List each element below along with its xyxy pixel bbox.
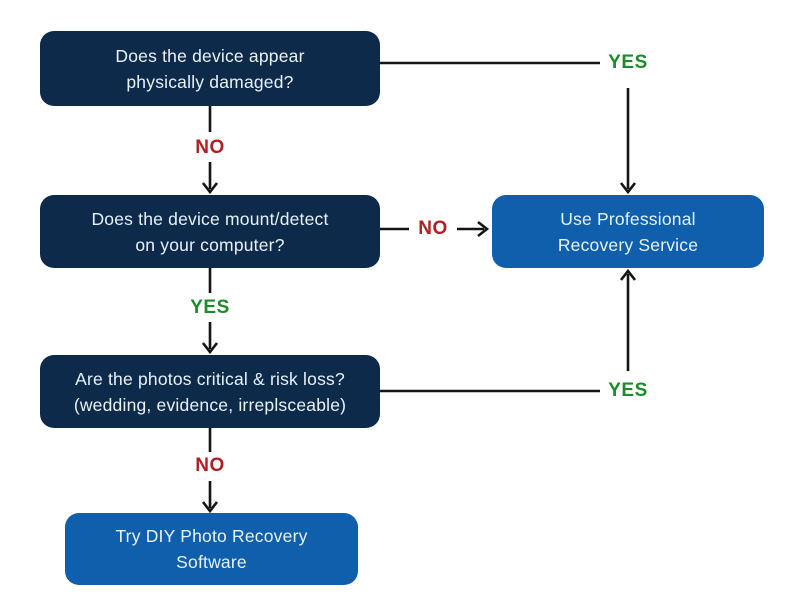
arrowhead-down-into-q2 bbox=[201, 182, 219, 195]
node-text-line: on your computer? bbox=[135, 234, 285, 255]
edge-label-no-bottom: NO bbox=[195, 455, 225, 476]
node-text-line: Does the device mount/detect bbox=[91, 208, 329, 229]
arrowhead-up-into-professional bbox=[619, 268, 637, 281]
edge-label-no-top: NO bbox=[195, 137, 225, 158]
node-text-line: Recovery Service bbox=[557, 234, 699, 255]
arrowhead-down-into-professional bbox=[619, 182, 637, 195]
node-question-photos-critical: Are the photos critical & risk loss? (we… bbox=[40, 355, 380, 428]
node-question-physically-damaged: Does the device appear physically damage… bbox=[40, 31, 380, 106]
arrowhead-down-into-diy bbox=[201, 501, 219, 514]
edge-label-yes-right: YES bbox=[608, 380, 648, 401]
node-text-line: Are the photos critical & risk loss? bbox=[75, 368, 345, 389]
node-text-line: Use Professional bbox=[560, 208, 696, 229]
node-action-professional-recovery: Use Professional Recovery Service bbox=[492, 195, 764, 268]
node-text-line: (wedding, evidence, irreplsceable) bbox=[73, 394, 347, 415]
node-action-diy-software: Try DIY Photo Recovery Software bbox=[65, 513, 358, 585]
arrowhead-down-into-q3 bbox=[201, 342, 219, 355]
node-question-mount-detect: Does the device mount/detect on your com… bbox=[40, 195, 380, 268]
edge-label-yes-top: YES bbox=[608, 52, 648, 73]
node-text-line: Try DIY Photo Recovery bbox=[115, 526, 308, 546]
node-text-line: Software bbox=[176, 552, 247, 572]
node-text-line: physically damaged? bbox=[126, 71, 294, 92]
arrowhead-right-into-professional bbox=[477, 220, 490, 238]
edge-label-yes-mid: YES bbox=[190, 297, 230, 318]
node-text-line: Does the device appear bbox=[115, 45, 305, 66]
edge-label-no-right: NO bbox=[418, 218, 448, 239]
